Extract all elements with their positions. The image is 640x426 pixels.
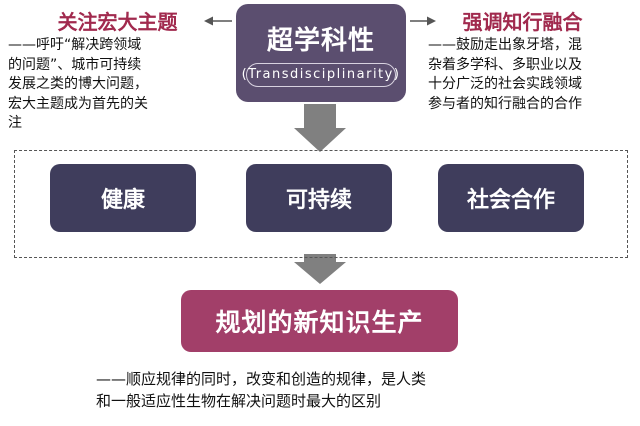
down-arrow-top [294,104,346,152]
themes-group-frame [14,150,628,258]
focus-grand-themes-heading: 关注宏大主题 [57,10,178,34]
transdisciplinarity-title: 超学科性 [266,25,375,56]
new-knowledge-production-box: 规划的新知识生产 [181,290,458,352]
new-knowledge-production-description: ——顺应规律的同时，改变和创造的规律，是人类 和一般适应性生物在解决问题时最大的… [96,370,427,410]
left-arrow [204,16,232,26]
node-social-cooperation: 社会合作 [438,164,584,232]
focus-grand-themes-description: ——呼吁“解决跨领域 的问题”、城市可持续 发展之类的博大问题， 宏大主题成为首… [8,37,148,131]
transdisciplinarity-subtitle: (Transdisciplinarity) [242,62,399,87]
knowledge-action-integration-description: ——鼓励走出象牙塔，混 杂着多学科、多职业以及 十分广泛的社会实践领域 参与者的… [428,37,582,112]
node-sustainability: 可持续 [246,164,392,232]
node-health: 健康 [50,164,196,232]
down-arrow-bottom [294,254,346,284]
right-arrow [410,16,436,26]
knowledge-action-integration-heading: 强调知行融合 [462,10,583,34]
transdisciplinarity-box: 超学科性 (Transdisciplinarity) [236,4,406,102]
